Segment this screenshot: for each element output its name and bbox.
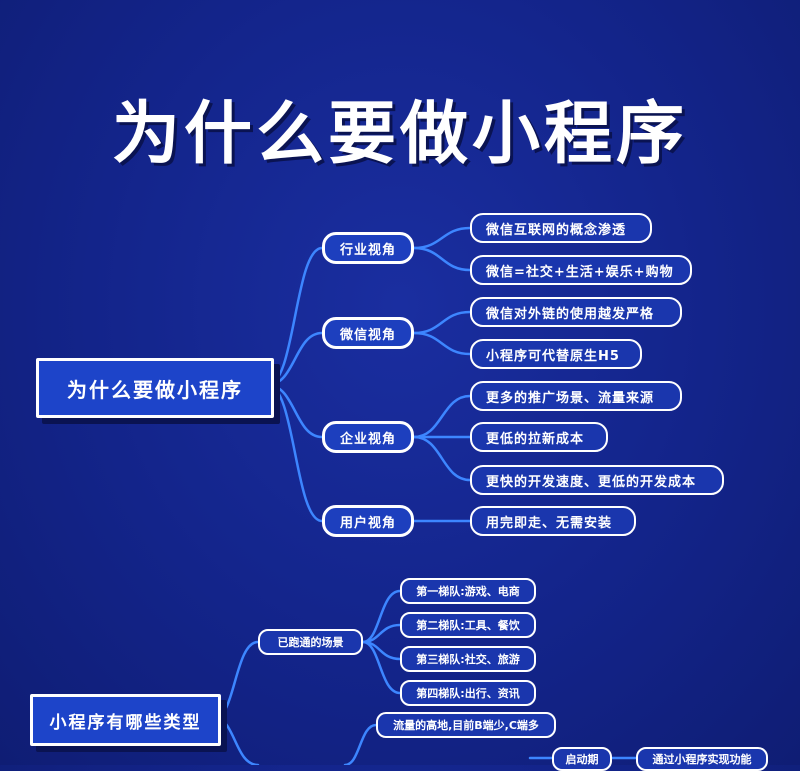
- branch-user-view: 用户视角: [322, 505, 414, 537]
- leaf-wechat-internet-penetration: 微信互联网的概念渗透: [470, 213, 652, 243]
- leaf-replace-h5: 小程序可代替原生H5: [470, 339, 642, 369]
- branch-proven-scenarios: 已跑通的场景: [258, 629, 363, 655]
- page-title: 为什么要做小程序: [111, 95, 688, 174]
- branch-wechat-view: 微信视角: [322, 317, 414, 349]
- tier-1-leaf: 第一梯队:游戏、电商: [400, 578, 536, 604]
- tier-4-leaf: 第四梯队:出行、资讯: [400, 680, 536, 706]
- tier-3-leaf: 第三梯队:社交、旅游: [400, 646, 536, 672]
- startup-stage-note: 通过小程序实现功能: [636, 747, 768, 771]
- mindmap-root-why: 为什么要做小程序: [36, 358, 274, 418]
- leaf-lower-acquisition-cost: 更低的拉新成本: [470, 422, 608, 452]
- leaf-use-and-go: 用完即走、无需安装: [470, 506, 636, 536]
- branch-industry-view: 行业视角: [322, 232, 414, 264]
- traffic-highland-leaf: 流量的高地,目前B端少,C端多: [376, 712, 556, 738]
- leaf-strict-external-links: 微信对外链的使用越发严格: [470, 297, 682, 327]
- startup-stage-node: 启动期: [552, 747, 612, 771]
- leaf-more-promotion: 更多的推广场景、流量来源: [470, 381, 682, 411]
- tier-2-leaf: 第二梯队:工具、餐饮: [400, 612, 536, 638]
- mindmap-root-types: 小程序有哪些类型: [30, 694, 221, 746]
- leaf-faster-development: 更快的开发速度、更低的开发成本: [470, 465, 724, 495]
- branch-enterprise-view: 企业视角: [322, 421, 414, 453]
- leaf-wechat-equation: 微信=社交+生活+娱乐+购物: [470, 255, 692, 285]
